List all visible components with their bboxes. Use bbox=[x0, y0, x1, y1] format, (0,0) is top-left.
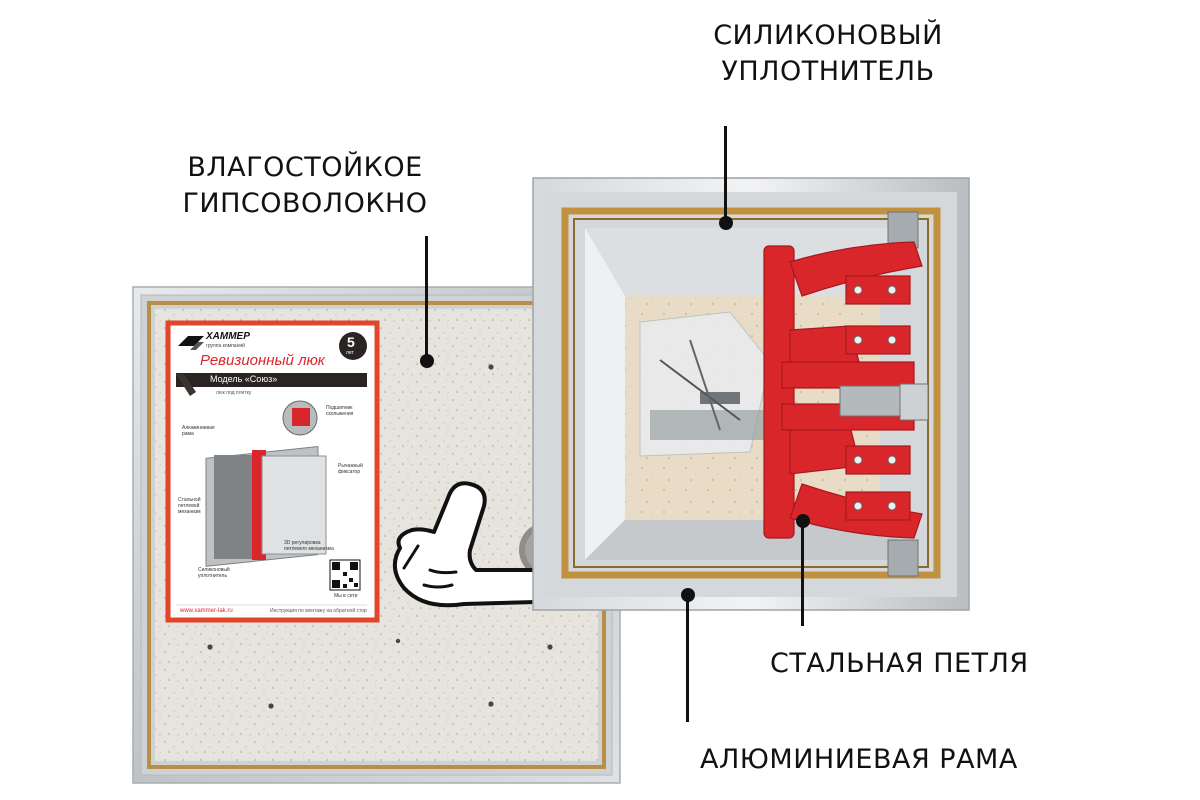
sticker-brand: XAMMEP bbox=[206, 331, 250, 342]
sticker-instructions: Инструкция по монтажу на обратной стор bbox=[270, 608, 367, 614]
callout-silicone-seal: СИЛИКОНОВЫЙ УПЛОТНИТЕЛЬ bbox=[668, 18, 988, 90]
leader-line-gypsum bbox=[425, 236, 428, 358]
leader-line-seal bbox=[724, 126, 727, 222]
sticker-brand-subtitle: группа компаний bbox=[206, 343, 245, 349]
pointer-dot-gypsum bbox=[420, 354, 434, 368]
leader-line-hinge bbox=[801, 520, 804, 626]
sticker-model: Модель «Союз» bbox=[210, 374, 278, 384]
pointer-dot-hinge bbox=[796, 514, 810, 528]
sticker-callout-3d: 3D регулировка петлевого механизма bbox=[284, 540, 334, 552]
warranty-badge-number: 5 bbox=[347, 334, 355, 350]
sticker-callout-latch: Рычажный фиксатор bbox=[338, 463, 363, 475]
sticker-subtitle: люк под плитку bbox=[216, 390, 252, 396]
callout-steel-hinge: СТАЛЬНАЯ ПЕТЛЯ bbox=[770, 648, 1029, 679]
callout-silicone-seal-line2: УПЛОТНИТЕЛЬ bbox=[721, 56, 935, 87]
callout-moisture-resistant-gypsum: ВЛАГОСТОЙКОЕ ГИПСОВОЛОКНО bbox=[140, 150, 470, 222]
callout-gypsum-line1: ВЛАГОСТОЙКОЕ bbox=[187, 152, 423, 183]
callout-silicone-seal-line1: СИЛИКОНОВЫЙ bbox=[713, 20, 943, 51]
pointing-hand-icon bbox=[392, 481, 556, 608]
callout-gypsum-line2: ГИПСОВОЛОКНО bbox=[182, 188, 428, 219]
pointer-dot-frame bbox=[681, 588, 695, 602]
sticker-callout-gasket: Подшипник скольжения bbox=[326, 405, 354, 417]
sticker-callout-mechanism: Стальной петлевой механизм bbox=[178, 497, 201, 515]
leader-line-frame bbox=[686, 598, 689, 722]
warranty-badge-unit: лет bbox=[346, 350, 354, 356]
qr-caption: Мы в сети bbox=[334, 593, 358, 599]
sticker-title: Ревизионный люк bbox=[200, 352, 325, 369]
callout-aluminium-frame: АЛЮМИНИЕВАЯ РАМА bbox=[700, 744, 1018, 775]
sticker-callout-seal: Силиконовый уплотнитель bbox=[198, 567, 230, 579]
sticker-website: www.xammer-lak.ru bbox=[180, 608, 233, 614]
sticker-callout-frame: Алюминиевая рама bbox=[182, 425, 215, 437]
pointer-dot-seal bbox=[719, 216, 733, 230]
